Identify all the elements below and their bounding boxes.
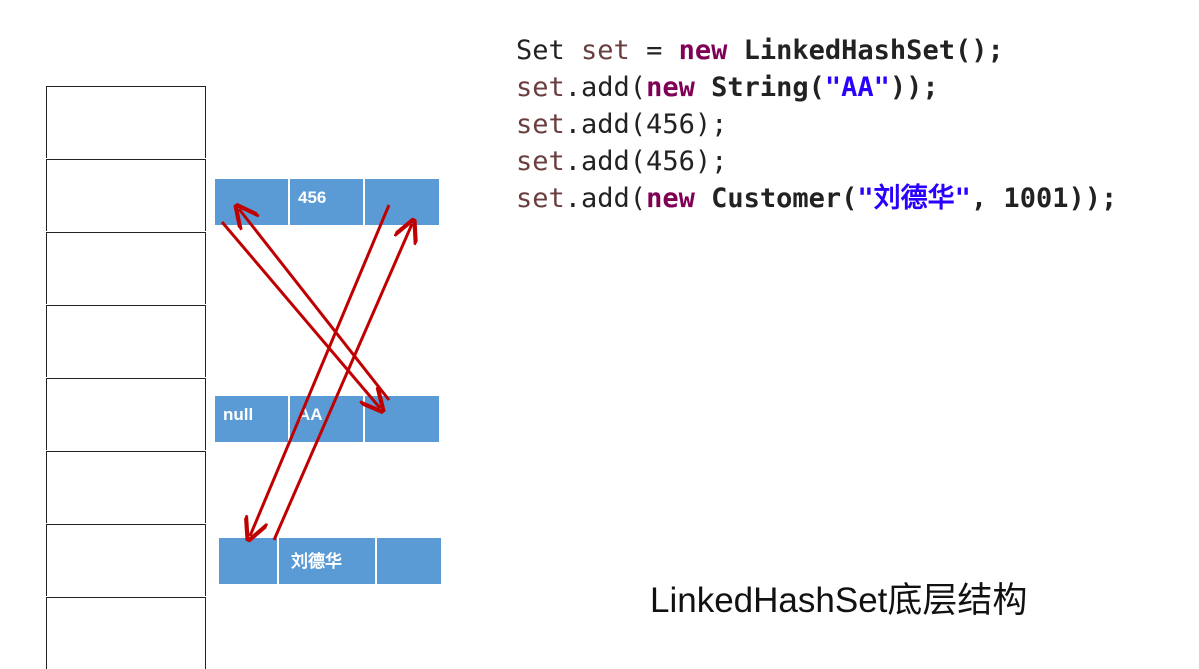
hash-slot xyxy=(46,159,206,231)
code-line-5: set.add(new Customer("刘德华", 1001)); xyxy=(516,183,1118,214)
node-value-cell: AA xyxy=(290,396,365,442)
node-value-cell: 456 xyxy=(290,179,365,225)
hash-slot xyxy=(46,451,206,523)
hash-slot xyxy=(46,524,206,596)
hash-slot xyxy=(46,86,206,158)
arrow-aa-next-to-456 xyxy=(239,209,391,401)
hash-slot xyxy=(46,232,206,304)
node-next-cell xyxy=(365,396,439,442)
code-line-4: set.add(456); xyxy=(516,146,728,177)
code-line-2: set.add(new String("AA")); xyxy=(516,72,939,103)
code-line-1: Set set = new LinkedHashSet(); xyxy=(516,35,1004,66)
node-liudehua: 刘德华 xyxy=(219,538,441,584)
arrow-456-next-to-liudehua xyxy=(250,204,391,536)
node-next-cell xyxy=(377,538,441,584)
node-456: 456 xyxy=(215,179,439,225)
code-line-3: set.add(456); xyxy=(516,109,728,140)
hash-table xyxy=(46,86,208,669)
arrow-456-prev-to-aa xyxy=(220,221,380,408)
node-aa: null AA xyxy=(215,396,439,442)
node-prev-cell xyxy=(215,179,290,225)
node-prev-cell xyxy=(219,538,279,584)
diagram-caption: LinkedHashSet底层结构 xyxy=(650,581,1028,620)
hash-slot xyxy=(46,305,206,377)
hash-slot xyxy=(46,597,206,669)
node-value-cell: 刘德华 xyxy=(279,538,377,584)
node-next-cell xyxy=(365,179,439,225)
node-prev-cell: null xyxy=(215,396,290,442)
arrow-liudehua-prev-to-456 xyxy=(272,224,412,541)
code-block: Set set = new LinkedHashSet(); set.add(ne… xyxy=(516,32,1117,217)
hash-slot xyxy=(46,378,206,450)
